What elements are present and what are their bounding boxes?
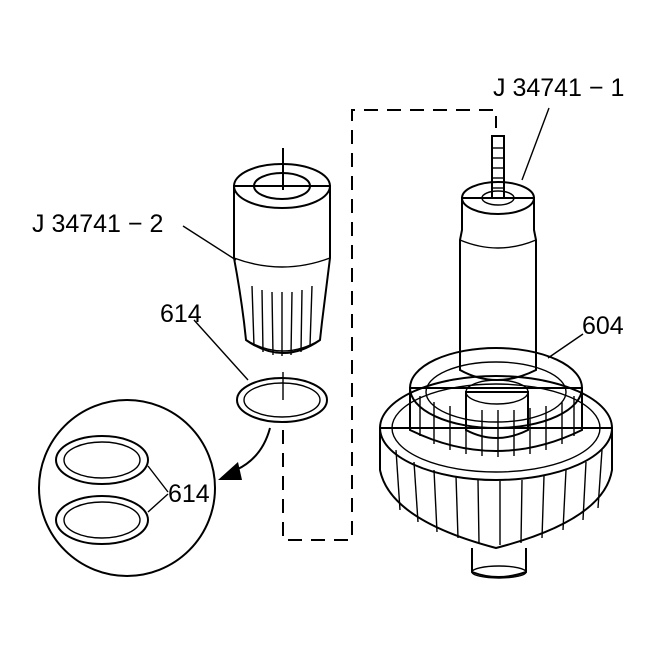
label-614-ring: 614	[160, 300, 202, 328]
label-604-drum: 604	[582, 312, 624, 340]
seal-ring-detail-view	[38, 399, 216, 577]
label-j34741-2: J 34741 − 2	[32, 210, 163, 238]
label-j34741-1: J 34741 − 1	[493, 74, 624, 102]
tool-sleeve-j34741-2	[233, 148, 331, 356]
label-614-detail: 614	[168, 480, 210, 508]
alignment-dashed-path	[282, 109, 497, 541]
seal-ring-614	[236, 377, 328, 423]
tool-holder-j34741-1	[459, 135, 537, 381]
leader-lines	[182, 107, 584, 381]
drum-assembly-604	[379, 347, 613, 579]
detail-arrow	[218, 427, 271, 480]
